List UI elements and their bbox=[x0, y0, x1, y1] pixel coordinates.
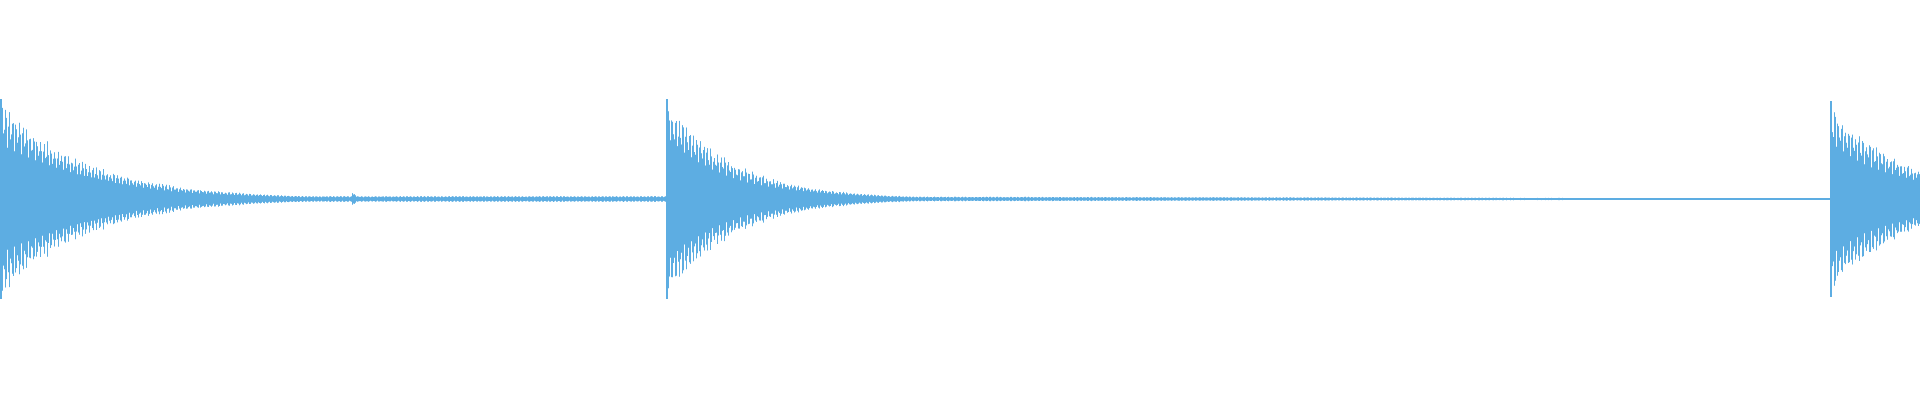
waveform-signal bbox=[0, 104, 1920, 295]
